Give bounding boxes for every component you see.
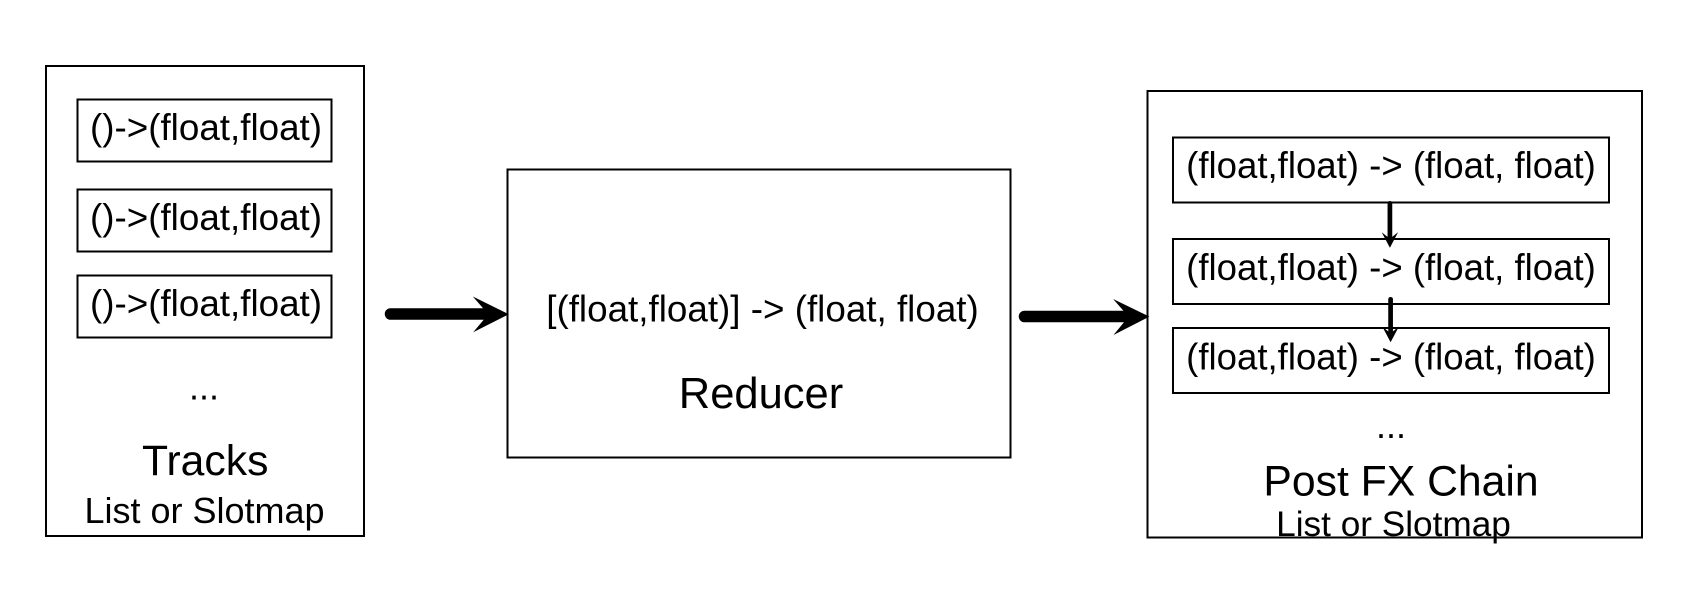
svg-text:()->(float,float): ()->(float,float) — [90, 283, 322, 324]
svg-text:(float,float) -> (float, float: (float,float) -> (float, float) — [1186, 145, 1596, 186]
svg-text:...: ... — [1376, 405, 1406, 446]
svg-text:List or Slotmap: List or Slotmap — [1276, 505, 1511, 544]
svg-text:(float,float) -> (float, float: (float,float) -> (float, float) — [1186, 247, 1596, 288]
svg-text:()->(float,float): ()->(float,float) — [90, 107, 322, 148]
svg-text:...: ... — [189, 367, 219, 408]
svg-text:(float,float) -> (float, float: (float,float) -> (float, float) — [1186, 337, 1596, 378]
svg-text:Reducer: Reducer — [679, 370, 843, 418]
svg-text:()->(float,float): ()->(float,float) — [90, 197, 322, 238]
svg-text:[(float,float)] -> (float, flo: [(float,float)] -> (float, float) — [546, 288, 979, 329]
svg-text:List or Slotmap: List or Slotmap — [84, 490, 324, 531]
svg-text:Tracks: Tracks — [142, 437, 268, 485]
svg-text:Post FX Chain: Post FX Chain — [1263, 458, 1538, 506]
